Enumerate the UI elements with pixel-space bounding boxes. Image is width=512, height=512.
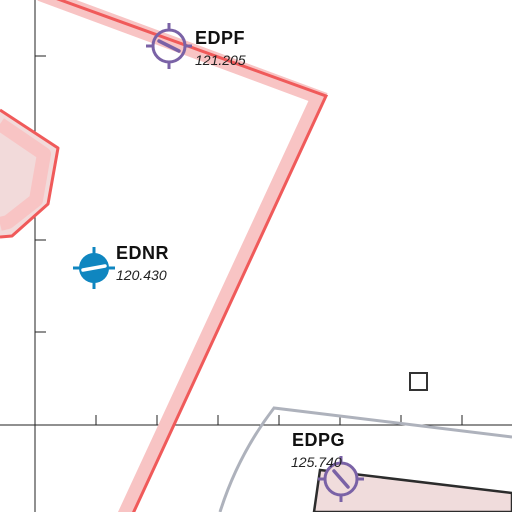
- airport-runway-icon[interactable]: [73, 247, 115, 289]
- airfield-runway-icon[interactable]: [146, 23, 192, 69]
- airfield-runway-icon[interactable]: [318, 456, 364, 502]
- left-ctr-polygon: [0, 108, 60, 239]
- tmz-boundary: [218, 406, 512, 512]
- ctr-boundary: [37, 0, 329, 512]
- airport-frequency-ednr: 120.430: [116, 267, 167, 283]
- airport-frequency-edpg: 125.740: [291, 454, 342, 470]
- airport-label-ednr: EDNR: [116, 243, 170, 263]
- airport-frequency-edpf: 121.205: [195, 52, 246, 68]
- airport-label-edpg: EDPG: [292, 430, 346, 450]
- airport-label-edpf: EDPF: [195, 28, 246, 48]
- square-marker-icon[interactable]: [409, 372, 428, 391]
